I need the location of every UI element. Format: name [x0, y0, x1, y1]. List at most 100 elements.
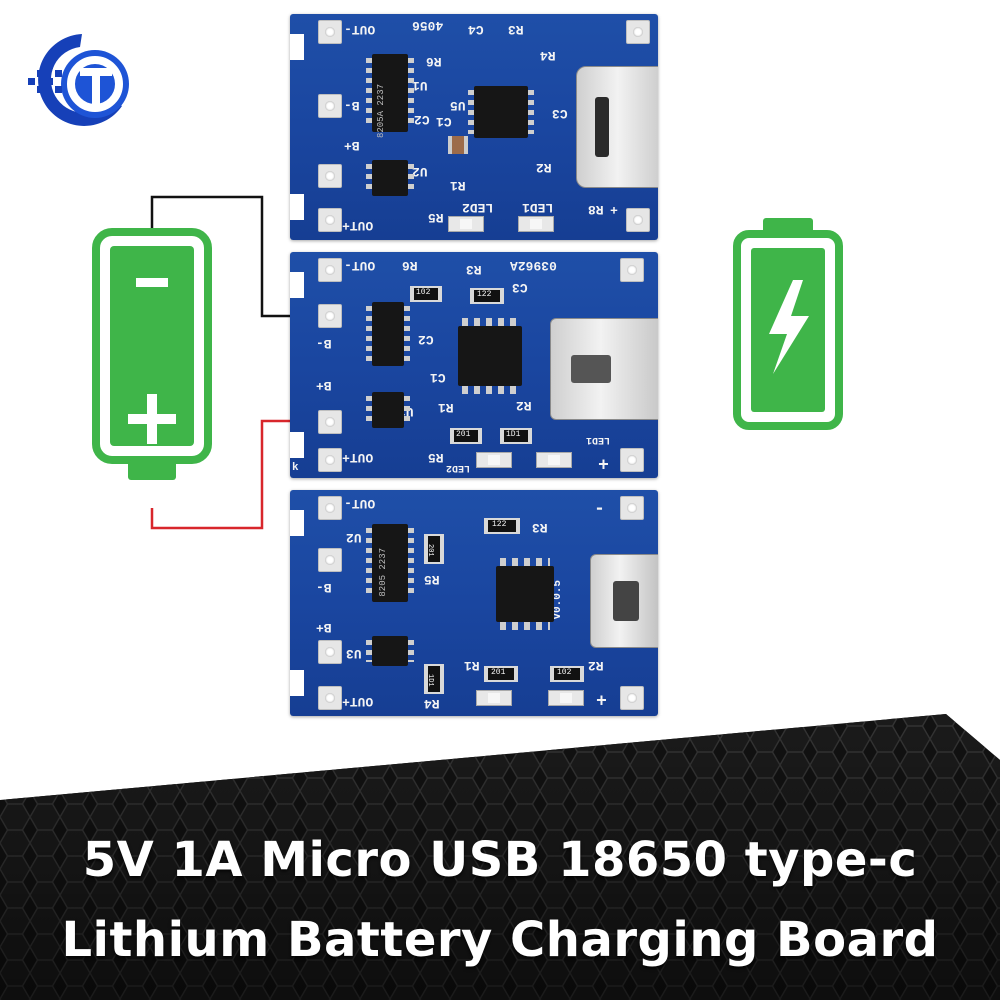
label-c4: C4	[468, 22, 484, 37]
led-left	[476, 690, 512, 706]
chip-u1	[366, 302, 410, 366]
label-r5: R5	[428, 210, 444, 225]
pad-out-plus	[318, 686, 342, 710]
label-r3: R3	[532, 520, 548, 535]
label-out-plus: OUT+	[342, 218, 374, 233]
pcb-board-type-c: OUT- 4056 C4 R3 R4 R6 U1 U5 B- C1 C2 C3 …	[290, 14, 658, 240]
title-banner: 5V 1A Micro USB 18650 type-c Lithium Bat…	[0, 700, 1000, 1000]
label-r2: R2	[536, 160, 552, 175]
pad-out-plus	[318, 448, 342, 472]
pcb-board-mini-usb: OUT- R6 R3 03962A C3 B- C2 C1 B+ U2 R1 R…	[290, 252, 658, 478]
resistor-201: 201	[450, 428, 482, 444]
label-b-minus: B-	[316, 580, 332, 595]
hexagon-background	[0, 714, 1000, 1000]
label-c3: C3	[512, 280, 528, 295]
pad-b-minus	[318, 94, 342, 118]
chip-u2: 8205 2237	[366, 524, 414, 602]
battery-charging-icon	[733, 218, 843, 430]
label-r3: R3	[508, 22, 524, 37]
label-r2: R2	[516, 398, 532, 413]
label-u2: U2	[412, 164, 428, 179]
label-plus: +	[610, 202, 618, 217]
resistor-1d1: 1D1	[500, 428, 532, 444]
pad-b-plus	[318, 410, 342, 434]
label-r6: R6	[426, 54, 442, 69]
label-u2: U2	[346, 530, 362, 545]
label-r1: R1	[464, 658, 480, 673]
label-b-minus: B-	[344, 98, 360, 113]
pad-corner-br	[626, 208, 650, 232]
label-c1: C1	[430, 370, 446, 385]
pad-out-minus	[318, 20, 342, 44]
label-led2: LED2	[446, 462, 471, 473]
label-code: 03962A	[510, 258, 557, 273]
led-right	[548, 690, 584, 706]
label-r1: R1	[450, 178, 466, 193]
red-wire	[150, 419, 326, 530]
label-c2: C2	[414, 112, 430, 127]
chip-u2	[366, 160, 414, 196]
pad-b-minus	[318, 548, 342, 572]
cap-c1	[448, 136, 468, 154]
banner-line-1: 5V 1A Micro USB 18650 type-c	[82, 832, 918, 888]
label-r6: R6	[402, 258, 418, 273]
battery-minus-plus-icon	[92, 228, 212, 480]
chip-main	[458, 318, 522, 394]
resistor-122: 122	[470, 288, 504, 304]
label-c3: C3	[552, 106, 568, 121]
battery-right	[733, 216, 843, 430]
pad-corner-tr	[626, 20, 650, 44]
label-b-plus: B+	[316, 378, 332, 393]
label-r5: R5	[424, 572, 440, 587]
pad-out-plus	[318, 208, 342, 232]
resistor-201-v: 201	[424, 534, 444, 564]
label-out-minus: OUT-	[344, 258, 376, 273]
label-code: 4056	[412, 18, 444, 33]
label-u5: U5	[450, 98, 466, 113]
label-minus: -	[594, 498, 605, 518]
pad-corner-tr	[620, 496, 644, 520]
label-r3: R3	[466, 262, 482, 277]
chip-u1: 8205A 2237	[366, 54, 414, 138]
label-r2: R2	[588, 658, 604, 673]
pad-b-plus	[318, 640, 342, 664]
label-led1: LED1	[586, 434, 611, 445]
chip-u2	[366, 392, 410, 428]
label-out-minus: OUT-	[344, 22, 376, 37]
brand-logo-icon	[28, 34, 129, 126]
pad-b-plus	[318, 164, 342, 188]
label-led1: LED1	[522, 200, 554, 215]
led2	[448, 216, 484, 232]
label-b-minus: B-	[316, 336, 332, 351]
label-led2: LED2	[462, 200, 494, 215]
resistor-201: 201	[484, 666, 518, 682]
black-wire	[150, 195, 326, 318]
resistor-1d1-v: 1D1	[424, 664, 444, 694]
usb-micro-port	[590, 554, 658, 648]
label-c1: C1	[436, 114, 452, 129]
pcb-board-micro-usb: OUT- - R3 U2 R5 B- V0.0.5 B+ U3 R1 R2 R4…	[290, 490, 658, 716]
pad-corner-tr	[620, 258, 644, 282]
led1	[536, 452, 572, 468]
label-u1: U1	[412, 78, 428, 93]
chip-u3	[366, 636, 414, 666]
label-out-minus: OUT-	[344, 496, 376, 511]
label-b-plus: B+	[316, 620, 332, 635]
pad-b-minus	[318, 304, 342, 328]
usb-mini-port	[550, 318, 658, 420]
label-r4: R4	[540, 48, 556, 63]
chip-u1-marking: 8205A 2237	[376, 84, 386, 139]
label-b-plus: B+	[344, 138, 360, 153]
chip-main	[496, 558, 554, 630]
pad-out-minus	[318, 258, 342, 282]
brand-logo	[22, 28, 134, 132]
chip-u5	[468, 86, 534, 138]
label-u3: U3	[346, 646, 362, 661]
pad-out-minus	[318, 496, 342, 520]
label-r1: R1	[438, 400, 454, 415]
label-plus: +	[598, 452, 609, 472]
led2	[476, 452, 512, 468]
label-out-plus: OUT+	[342, 450, 374, 465]
battery-left	[92, 228, 212, 482]
label-r5: R5	[428, 450, 444, 465]
